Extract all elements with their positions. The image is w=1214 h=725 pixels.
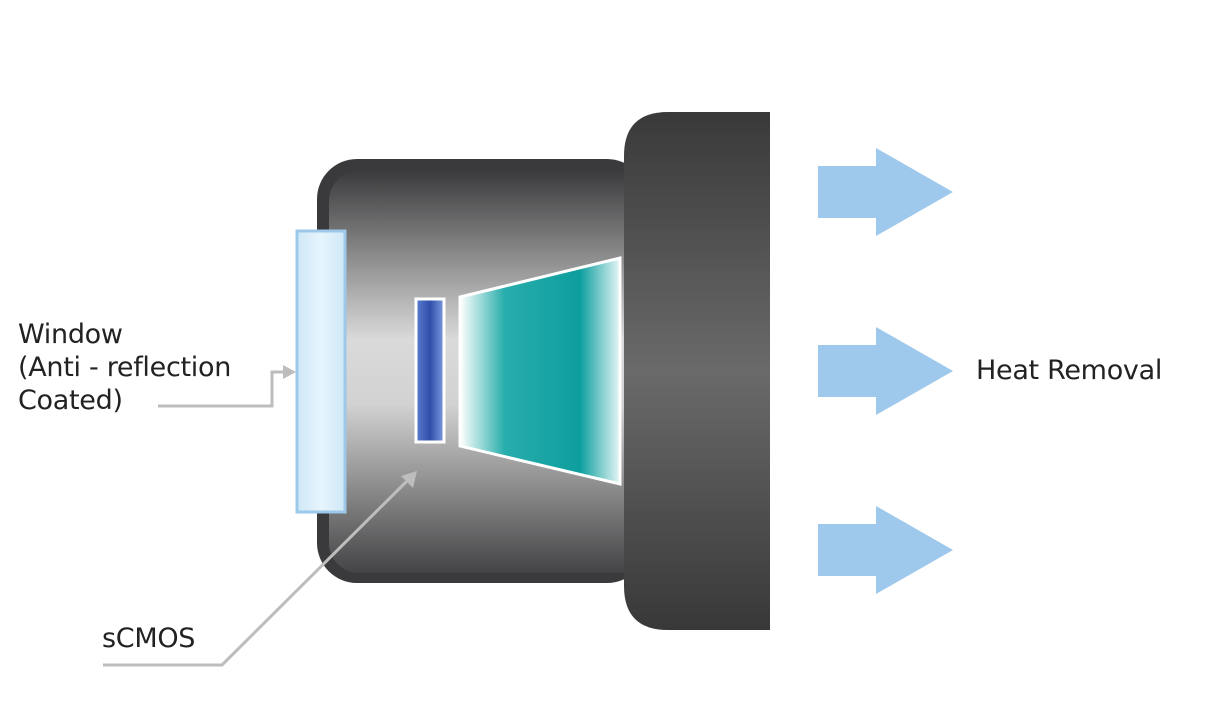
window-label-line3: Coated) [18,385,123,416]
window-label: Window (Anti - reflection Coated) [18,318,231,417]
scmos-label: sCMOS [102,623,196,654]
scmos-sensor [414,297,446,444]
lens-cone [458,256,622,486]
window-label-line2: (Anti - reflection [18,352,232,383]
arrow-right-icon [818,327,953,415]
window-label-line1: Window [18,319,123,350]
scmos-leader-line [103,478,410,667]
window-leader-arrowhead [283,365,296,379]
heat-removal-label: Heat Removal [976,355,1163,386]
ar-window [295,229,347,514]
arrow-right-icon [818,148,953,236]
scmos-leader-arrowhead [401,471,417,488]
heat-sink [624,112,770,630]
window-leader-line [158,370,284,408]
arrow-right-icon [818,506,953,594]
